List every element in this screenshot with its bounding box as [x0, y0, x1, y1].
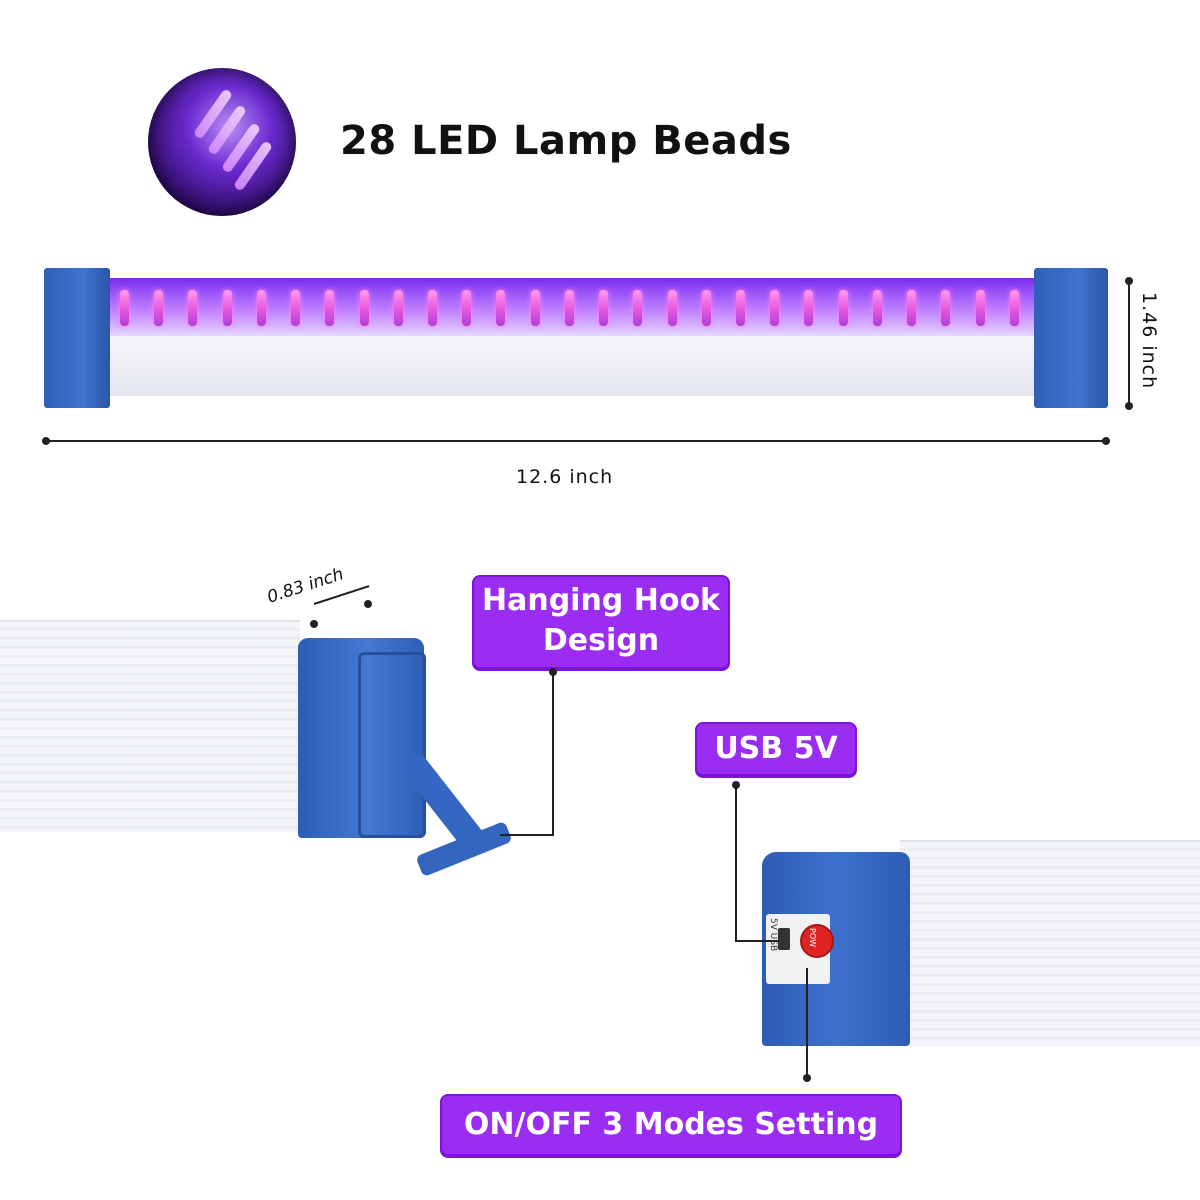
dimension-dot: [1125, 277, 1133, 285]
led-bead: [188, 290, 198, 326]
led-bead: [804, 290, 814, 326]
led-bead: [599, 290, 609, 326]
led-bead: [770, 290, 780, 326]
end-cap-right: [1034, 268, 1108, 408]
led-bead: [564, 290, 574, 326]
callout-dot: [803, 1074, 811, 1082]
led-bead: [325, 290, 335, 326]
callout-dot: [549, 668, 557, 676]
led-bead: [291, 290, 301, 326]
dimension-dot: [1125, 402, 1133, 410]
hanging-hook-badge: Hanging Hook Design: [472, 575, 730, 669]
led-bead: [256, 290, 266, 326]
callout-line: [552, 672, 554, 836]
led-bead: [462, 290, 472, 326]
usb-badge: USB 5V: [695, 722, 857, 776]
callout-line: [735, 940, 779, 942]
led-bead: [530, 290, 540, 326]
end-cap-hook-side: [298, 638, 424, 838]
modes-badge: ON/OFF 3 Modes Setting: [440, 1094, 902, 1156]
led-bead: [975, 290, 985, 326]
dimension-dot: [310, 620, 318, 628]
led-bead-closeup-image: [148, 68, 296, 216]
height-label: 1.46 inch: [1138, 292, 1160, 390]
dimension-dot: [1102, 437, 1110, 445]
dimension-dot: [42, 437, 50, 445]
usb-port-text: 5V USB: [768, 918, 778, 952]
led-bead: [838, 290, 848, 326]
callout-line: [735, 784, 737, 942]
led-bead: [907, 290, 917, 326]
led-bead: [222, 290, 232, 326]
length-dimension-line: [46, 440, 1108, 442]
callout-line: [806, 968, 808, 1078]
height-dimension-line: [1128, 280, 1130, 406]
hook-label-line1: Hanging Hook: [481, 583, 721, 618]
led-bead: [1009, 290, 1019, 326]
dimension-dot: [364, 600, 372, 608]
callout-dot: [732, 781, 740, 789]
led-bead: [496, 290, 506, 326]
led-bead: [154, 290, 164, 326]
led-bead: [359, 290, 369, 326]
led-bead: [393, 290, 403, 326]
tube-closeup-right: [900, 840, 1200, 1046]
end-cap-left: [44, 268, 110, 408]
callout-line: [500, 834, 554, 836]
hook-label-line2: Design: [542, 623, 660, 658]
led-bead: [667, 290, 677, 326]
led-bead: [428, 290, 437, 326]
power-button-text: POW: [808, 928, 817, 948]
headline: 28 LED Lamp Beads: [340, 118, 792, 164]
led-bead: [736, 290, 745, 326]
led-bead: [633, 290, 643, 326]
led-bead: [701, 290, 711, 326]
power-button-icon: [800, 924, 834, 958]
led-bead: [872, 290, 882, 326]
led-bead: [941, 290, 951, 326]
cap-recess: [358, 652, 426, 838]
uv-light-bar-image: [44, 268, 1108, 408]
length-label: 12.6 inch: [516, 466, 614, 488]
depth-label: 0.83 inch: [264, 564, 347, 608]
led-bead: [120, 290, 129, 326]
tube-closeup-left: [0, 620, 300, 832]
usb-port-icon: [778, 928, 790, 950]
